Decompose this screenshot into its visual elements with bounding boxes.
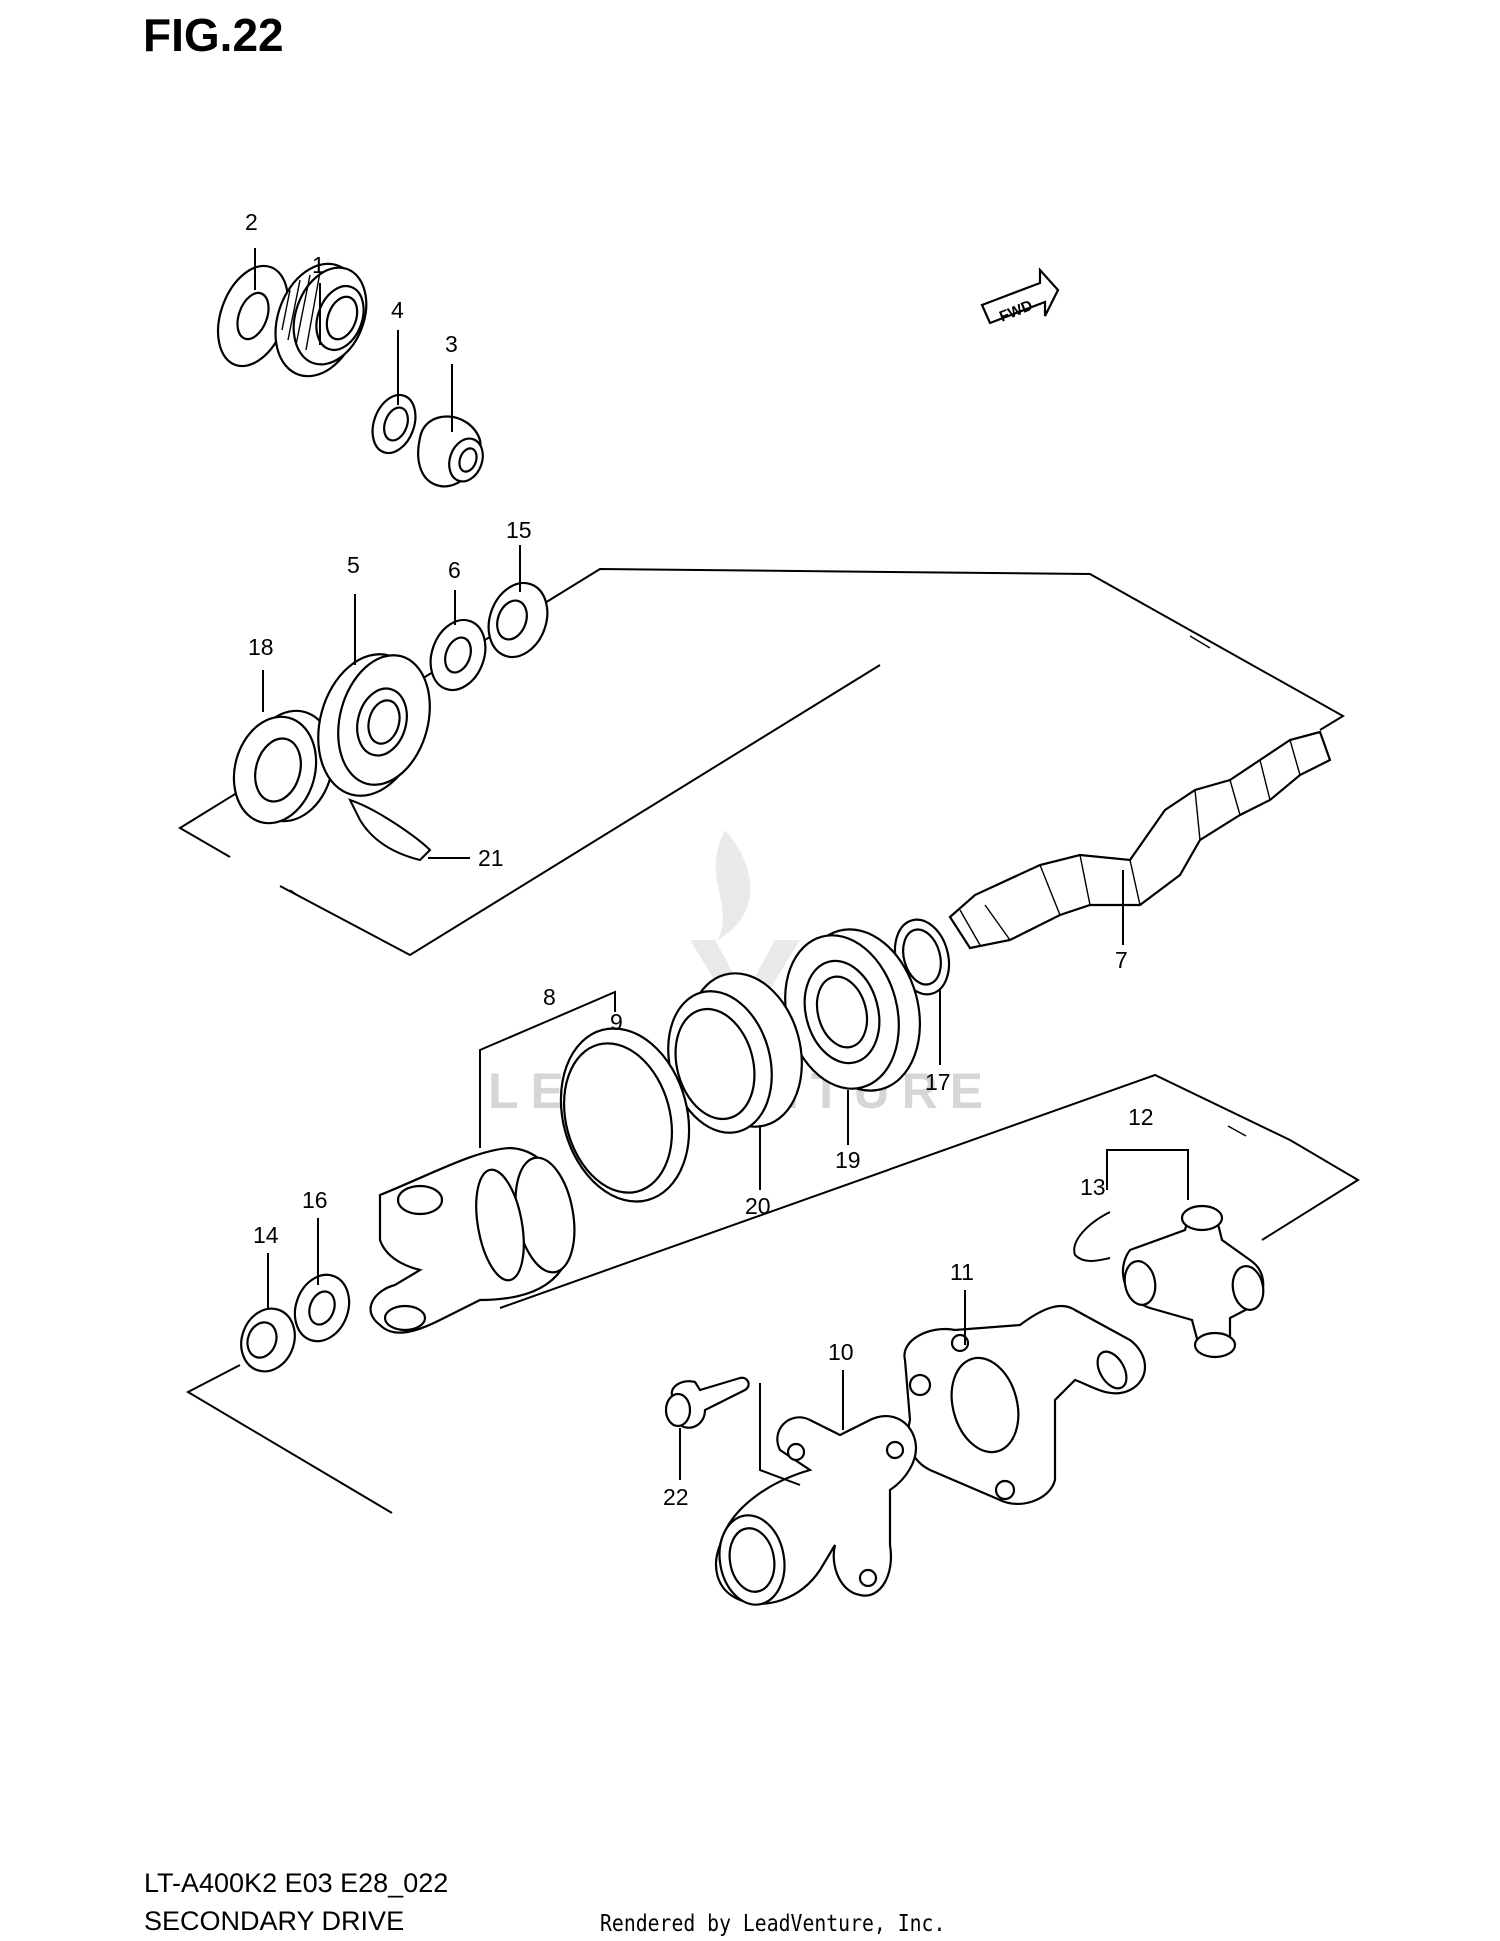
part-19-ball-bearing: [784, 928, 922, 1145]
part-12-spider-cross: [1121, 1204, 1265, 1359]
callout-5: 5: [347, 552, 360, 578]
section-title: SECONDARY DRIVE: [144, 1906, 405, 1936]
part-3-bushing: [417, 415, 484, 488]
callout-bracket-8-9: [479, 990, 616, 1148]
callout-1: 1: [312, 252, 325, 278]
part-10-output-flange: [714, 1370, 918, 1606]
model-code: LT-A400K2 E03 E28_022: [144, 1868, 449, 1898]
callout-22: 22: [663, 1484, 689, 1510]
callout-10: 10: [828, 1339, 854, 1365]
callout-8: 8: [543, 984, 556, 1010]
callout-21: 21: [478, 845, 504, 871]
watermark-logo: [690, 830, 800, 1030]
part-7-secondary-shaft: [948, 730, 1332, 950]
hidden-line-mark: [1189, 635, 1211, 649]
callout-12: 12: [1128, 1104, 1154, 1130]
part-21-circlip: [348, 798, 432, 862]
hidden-line-mark-2: [289, 889, 301, 898]
callout-18: 18: [248, 634, 274, 660]
part-22-bolt: [664, 1376, 750, 1480]
callout-3: 3: [445, 331, 458, 357]
lower-assembly-outline: [185, 1364, 393, 1514]
callout-9: 9: [610, 1009, 623, 1035]
callout-2: 2: [245, 209, 258, 235]
part-9-seal-ring: [559, 1027, 691, 1203]
callout-13: 13: [1080, 1174, 1106, 1200]
figure-label: FIG.22: [143, 9, 284, 61]
callout-17: 17: [925, 1069, 951, 1095]
part-8-joint-yoke: [369, 1146, 576, 1334]
upper-assembly-outline: [178, 567, 1345, 858]
callout-15: 15: [506, 517, 532, 543]
callout-6: 6: [448, 557, 461, 583]
hidden-line-mark-3: [1227, 1125, 1247, 1137]
part-6-washer: [429, 618, 487, 692]
part-1-bevel-gear: [274, 262, 368, 378]
lower-assembly-outline-top: [499, 1073, 1360, 1309]
part-2-washer: [216, 264, 290, 368]
part-13-circlip: [1073, 1211, 1111, 1262]
callout-bracket-10: [759, 1383, 801, 1486]
callout-14: 14: [253, 1222, 279, 1248]
part-20-oil-seal: [667, 972, 803, 1190]
callout-16: 16: [302, 1187, 328, 1213]
upper-assembly-outline-lower: [279, 664, 881, 957]
part-14-nut: [240, 1307, 296, 1373]
part-11-flange-yoke: [903, 1290, 1146, 1505]
part-5-driven-gear: [317, 653, 431, 797]
callout-11: 11: [950, 1259, 974, 1285]
callout-7: 7: [1115, 947, 1128, 973]
callout-20: 20: [745, 1193, 771, 1219]
part-15-nut: [487, 581, 549, 659]
part-18-needle-bearing: [232, 709, 335, 825]
part-4-washer: [371, 393, 417, 455]
part-16-washer: [293, 1273, 351, 1343]
fwd-arrow-icon: FWD: [980, 267, 1060, 326]
callout-4: 4: [391, 297, 404, 323]
callout-19: 19: [835, 1147, 861, 1173]
callout-leaders: [254, 248, 941, 1310]
rendered-by-credit: Rendered by LeadVenture, Inc.: [600, 1911, 946, 1937]
callout-bracket-12-13: [1106, 1149, 1189, 1200]
